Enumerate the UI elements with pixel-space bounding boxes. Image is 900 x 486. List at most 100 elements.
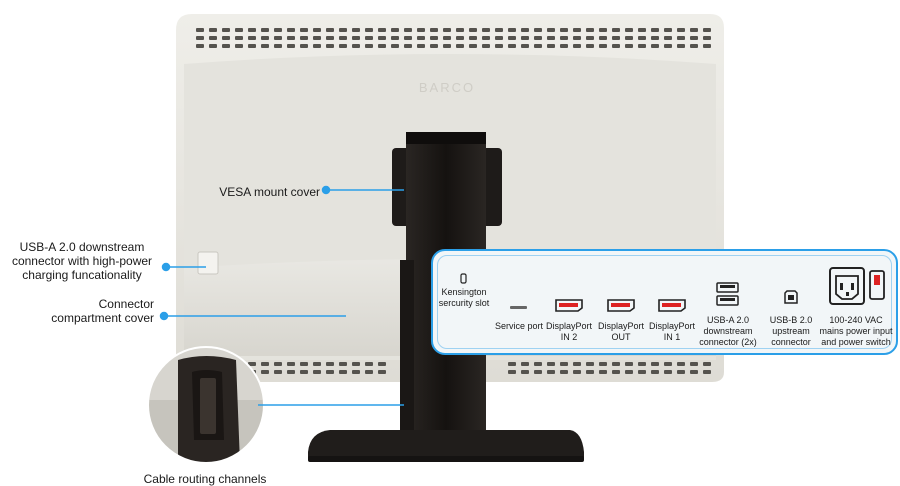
vent-slot <box>443 28 451 32</box>
service-port-label: Service port <box>494 321 544 331</box>
vent-slot <box>378 28 386 32</box>
vent-slot <box>690 370 698 374</box>
vent-slot <box>378 36 386 40</box>
vent-slot <box>300 36 308 40</box>
vent-slot <box>430 28 438 32</box>
vent-slot <box>664 28 672 32</box>
vent-slot <box>326 36 334 40</box>
vent-slot <box>573 28 581 32</box>
vent-slot <box>196 44 204 48</box>
vent-slot <box>508 370 516 374</box>
usb-b-port-icon <box>784 290 798 304</box>
vent-slot <box>690 36 698 40</box>
vent-slot <box>391 44 399 48</box>
vent-slot <box>521 370 529 374</box>
displayport-in2-icon <box>555 299 583 312</box>
vent-slot <box>235 36 243 40</box>
vent-slot <box>586 36 594 40</box>
vent-slot <box>612 44 620 48</box>
vent-slot <box>274 44 282 48</box>
vent-slot <box>456 36 464 40</box>
vent-slot <box>586 370 594 374</box>
vent-slot <box>365 36 373 40</box>
vent-slot <box>547 362 555 366</box>
vent-slot <box>560 36 568 40</box>
vent-slot <box>651 370 659 374</box>
vent-slot <box>664 362 672 366</box>
vent-slot <box>625 28 633 32</box>
vent-slot <box>625 44 633 48</box>
vent-slot <box>495 28 503 32</box>
vent-slot <box>313 370 321 374</box>
power-switch-icon <box>869 270 885 300</box>
vent-slot <box>599 36 607 40</box>
vent-slot <box>456 28 464 32</box>
vent-slot <box>378 44 386 48</box>
vent-slot <box>235 44 243 48</box>
kensington-label: Kensington sercurity slot <box>438 287 490 308</box>
vent-slot <box>625 362 633 366</box>
vent-slot <box>521 44 529 48</box>
vent-slot <box>326 362 334 366</box>
vent-slot <box>274 370 282 374</box>
vent-slot <box>352 370 360 374</box>
vent-slot <box>599 370 607 374</box>
vent-slot <box>404 36 412 40</box>
vent-slot <box>547 44 555 48</box>
vent-slot <box>196 36 204 40</box>
vent-slot <box>404 44 412 48</box>
vent-slot <box>612 362 620 366</box>
vent-slot <box>417 28 425 32</box>
vent-slot <box>261 36 269 40</box>
vent-slot <box>469 36 477 40</box>
vent-slot <box>365 370 373 374</box>
vent-slot <box>638 28 646 32</box>
vent-slot <box>495 36 503 40</box>
vent-slot <box>261 362 269 366</box>
vent-slot <box>521 362 529 366</box>
vent-slot <box>313 362 321 366</box>
power-label: 100-240 VAC mains power input and power … <box>819 315 893 347</box>
vent-slot <box>547 370 555 374</box>
vent-slot <box>573 44 581 48</box>
vent-slot <box>508 28 516 32</box>
vent-slot <box>378 362 386 366</box>
vent-slot <box>248 36 256 40</box>
vent-slot <box>482 44 490 48</box>
vent-slot <box>274 28 282 32</box>
vent-slot <box>209 28 217 32</box>
displayport-in2-label: DisplayPort IN 2 <box>545 321 592 342</box>
vent-slot <box>547 28 555 32</box>
vent-slot <box>287 28 295 32</box>
cable-routing-label: Cable routing channels <box>143 472 267 486</box>
vent-slot <box>599 28 607 32</box>
vent-slot <box>703 362 711 366</box>
vent-slot <box>365 44 373 48</box>
vent-slot <box>300 370 308 374</box>
compartment-cover-label: Connector compartment cover <box>51 297 154 325</box>
vent-slot <box>235 28 243 32</box>
vent-slot <box>534 44 542 48</box>
displayport-in1-label: DisplayPort IN 1 <box>648 321 695 342</box>
vent-slot <box>222 44 230 48</box>
vent-slot <box>196 28 204 32</box>
vent-slot <box>521 36 529 40</box>
side-usb-label: USB-A 2.0 downstream connector with high… <box>11 240 153 282</box>
vent-slot <box>209 36 217 40</box>
vent-slot <box>638 370 646 374</box>
service-port-icon <box>510 306 527 309</box>
vent-slot <box>287 362 295 366</box>
vent-slot <box>209 44 217 48</box>
vent-slot <box>560 370 568 374</box>
vent-slot <box>313 36 321 40</box>
vent-slot <box>521 28 529 32</box>
vent-slot <box>300 28 308 32</box>
vent-slot <box>664 36 672 40</box>
connector-panel: Kensington sercurity slot Service port D… <box>431 249 898 355</box>
vent-slot <box>703 28 711 32</box>
vesa-cover-label: VESA mount cover <box>219 185 320 199</box>
vent-slot <box>313 44 321 48</box>
vent-slot <box>482 36 490 40</box>
vent-slot <box>638 44 646 48</box>
vent-slot <box>287 44 295 48</box>
